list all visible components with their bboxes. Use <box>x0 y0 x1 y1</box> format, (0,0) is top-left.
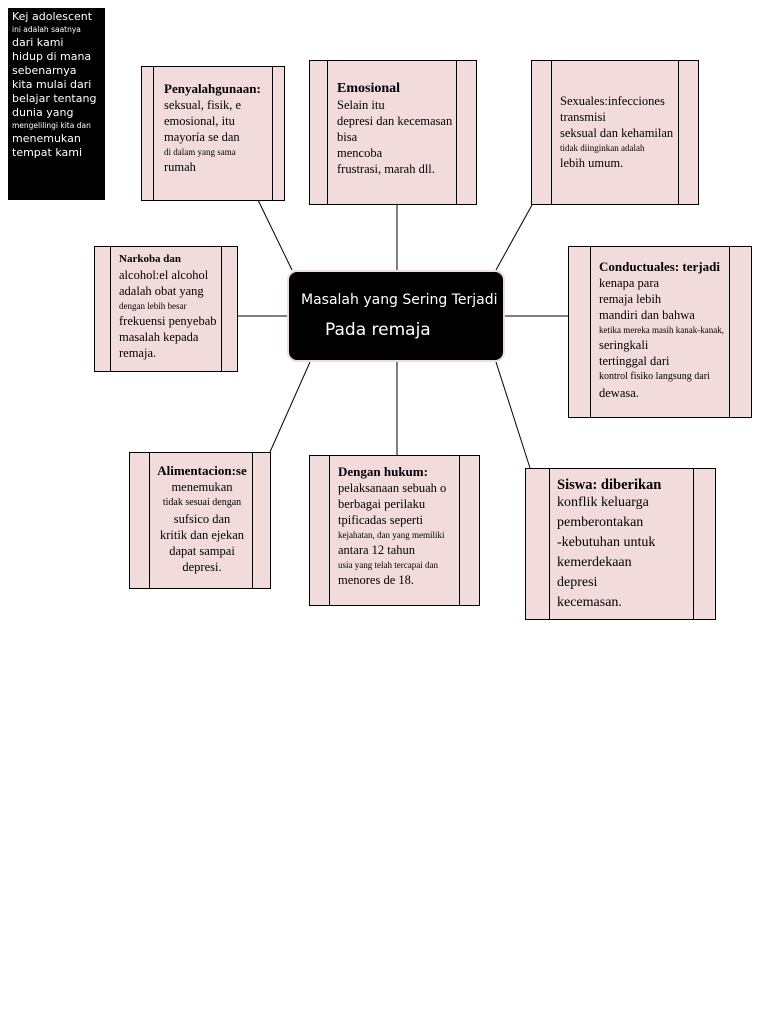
box-siswa: Siswa: diberikan konflik keluarga pemberon… <box>525 468 716 620</box>
box-penyalahgunaan: Penyalahgunaan: seksual, fisik, e emosiona… <box>141 66 285 201</box>
box-text-line: depresi dan kecemasan <box>337 114 453 128</box>
box-text-line: seksual, fisik, e <box>164 98 242 112</box>
quote-line: sebenarnya <box>12 64 77 77</box>
box-title: Conductuales: terjadi <box>599 259 720 274</box>
central-topic-line1: Masalah yang Sering Terjadi <box>301 292 498 308</box>
box-text-line: di dalam yang sama <box>164 147 236 157</box>
box-text-line: adalah obat yang <box>119 284 204 298</box>
box-text-line: dengan lebih besar <box>119 301 187 311</box>
box-text-line: sufsico dan <box>173 512 231 526</box>
box-text-line: pelaksanaan sebuah o <box>338 481 447 495</box>
box-text-line: bisa <box>337 130 358 144</box>
box-conductuales: Conductuales: terjadi kenapa para remaja l… <box>568 246 752 418</box>
quote-line: menemukan <box>12 132 81 145</box>
box-text-line: depresi. <box>182 560 222 574</box>
box-text-line: berbagai perilaku <box>338 497 426 511</box>
box-text-line: emosional, itu <box>164 114 235 128</box>
quote-line: kita mulai dari <box>12 78 92 91</box>
box-text-line: alcohol:el alcohol <box>119 268 209 282</box>
central-topic-line2: Pada remaja <box>325 320 431 340</box>
quote-line: dari kami <box>12 36 64 49</box>
box-text-line: tertinggal dari <box>599 354 670 368</box>
quote-line: mengelilingi kita dan <box>12 121 91 130</box>
box-text-line: mencoba <box>337 146 383 160</box>
box-sexuales: Sexuales:infecciones transmisi seksual dan… <box>531 60 699 205</box>
box-text-line: usia yang telah tercapai dan <box>338 560 438 570</box>
box-text-line: rumah <box>164 160 196 174</box>
quote-line: tempat kami <box>12 146 83 159</box>
box-text-line: konflik keluarga <box>557 495 649 510</box>
box-title: Emosional <box>337 81 401 96</box>
box-text-line: Selain itu <box>337 98 385 112</box>
box-text-line: pemberontakan <box>557 515 644 530</box>
quote-line: ini adalah saatnya <box>12 25 81 34</box>
box-dengan-hukum: Dengan hukum: pelaksanaan sebuah o berbaga… <box>309 455 480 606</box>
box-text-line: dapat sampai <box>169 544 235 558</box>
connector-siswa <box>495 361 531 469</box>
connector-alimentacion <box>269 361 311 453</box>
box-title: Dengan hukum: <box>338 464 428 479</box>
box-text-line: kejahatan, dan yang memiliki <box>338 530 445 540</box>
box-text-line: antara 12 tahun <box>338 543 416 557</box>
connector-sexuales <box>495 204 533 271</box>
box-text-line: dewasa. <box>599 386 639 400</box>
box-text-line: ketika mereka masih kanak-kanak, <box>599 325 724 335</box>
box-text-line: seringkali <box>599 338 649 352</box>
box-title: Alimentacion:se <box>157 463 247 478</box>
box-text-line: frustrasi, marah dll. <box>337 162 435 176</box>
box-text-line: tidak sesuai dengan <box>162 497 242 508</box>
box-text-line: lebih umum. <box>560 156 624 170</box>
box-text-line: mandiri dan bahwa <box>599 308 695 322</box>
box-text-line: depresi <box>557 575 598 590</box>
box-narkoba: Narkoba dan alcohol:el alcohol adalah obat… <box>94 246 238 372</box>
box-alimentacion: Alimentacion:se menemukan tidak sesuai den… <box>129 452 271 589</box>
quote-line: hidup di mana <box>12 50 92 63</box>
box-text-line: mayoría se dan <box>164 130 240 144</box>
quote-line: belajar tentang <box>12 92 97 105</box>
box-title: Narkoba dan <box>119 253 182 265</box>
box-title: Siswa: diberikan <box>557 477 662 493</box>
box-title: Penyalahgunaan: <box>164 81 261 96</box>
box-text-line: masalah kepada <box>119 330 199 344</box>
box-text-line: kritik dan ejekan <box>160 528 244 542</box>
box-text-line: kontrol fisiko langsung dari <box>599 371 710 382</box>
quote-line: Kej adolescent <box>12 10 93 23</box>
box-text-line: seksual dan kehamilan <box>560 126 674 140</box>
box-text-line: remaja. <box>119 346 157 360</box>
box-text-line: kemerdekaan <box>557 555 632 570</box>
box-text-line: remaja lebih <box>599 292 662 306</box>
quote-line: dunia yang <box>12 106 74 119</box>
box-text-line: menores de 18. <box>338 573 415 587</box>
box-text-line: Sexuales:infecciones <box>560 94 665 108</box>
box-text-line: kecemasan. <box>557 595 622 610</box>
connector-penyalahgunaan <box>257 199 293 271</box>
box-text-line: -kebutuhan untuk <box>557 535 656 550</box>
box-text-line: tpificadas seperti <box>338 513 424 527</box>
box-text-line: transmisi <box>560 110 606 124</box>
box-text-line: menemukan <box>171 480 233 494</box>
box-text-line: frekuensi penyebab <box>119 314 217 328</box>
intro-quote-box: Kej adolescent ini adalah saatnya dari kam… <box>8 8 105 200</box>
box-text-line: tidak diinginkan adalah <box>560 143 645 153</box>
central-topic-node: Masalah yang Sering Terjadi Pada remaja <box>287 270 505 362</box>
box-text-line: kenapa para <box>599 276 660 290</box>
